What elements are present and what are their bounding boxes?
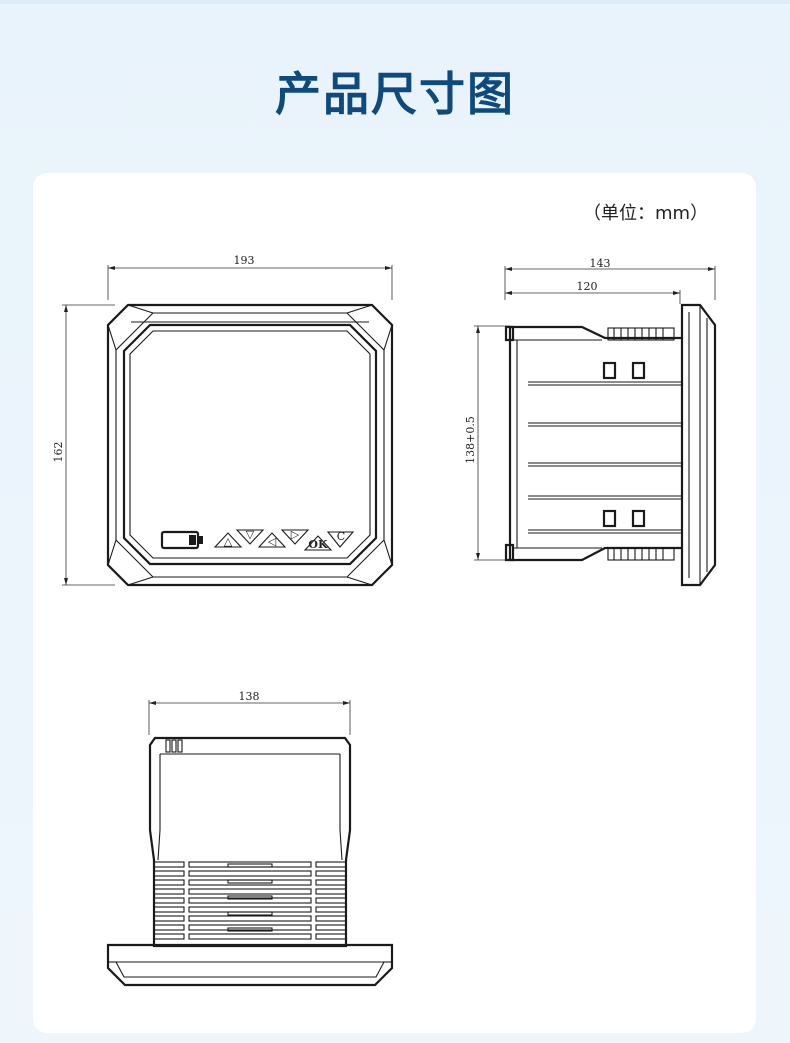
battery-icon (160, 530, 203, 550)
svg-text:◁: ◁ (268, 535, 277, 548)
button-left[interactable]: ◁ (257, 532, 287, 548)
page-title: 产品尺寸图 (275, 67, 515, 121)
terminal-block-top (607, 327, 675, 341)
button-up[interactable]: △ (213, 532, 243, 548)
svg-text:△: △ (224, 535, 233, 548)
front-width-label: 193 (234, 254, 255, 267)
button-cancel[interactable]: C (326, 530, 355, 548)
button-right[interactable]: ▷ (280, 528, 310, 545)
svg-text:OK: OK (308, 538, 328, 551)
button-ok[interactable]: OK (303, 535, 333, 551)
terminal-block-bottom (607, 547, 675, 561)
bottom-view: 138 (106, 690, 394, 987)
front-view: 193 162 △ (52, 254, 394, 587)
svg-text:▽: ▽ (246, 528, 255, 541)
side-cutout-label: 138+0.5 (464, 416, 477, 464)
keypad: △ ▽ ◁ ▷ OK C (213, 528, 355, 551)
top-strip (0, 0, 790, 4)
bottom-width-label: 138 (239, 690, 260, 703)
front-height-label: 162 (52, 442, 65, 463)
side-body-depth-label: 120 (577, 280, 598, 293)
side-total-depth-label: 143 (590, 257, 611, 270)
vent-slats (153, 861, 347, 940)
svg-text:C: C (337, 530, 345, 543)
button-down[interactable]: ▽ (235, 528, 265, 545)
svg-text:▷: ▷ (291, 528, 300, 541)
unit-note: （单位：mm） (583, 203, 709, 224)
side-view: 143 120 138+0.5 (464, 257, 717, 587)
